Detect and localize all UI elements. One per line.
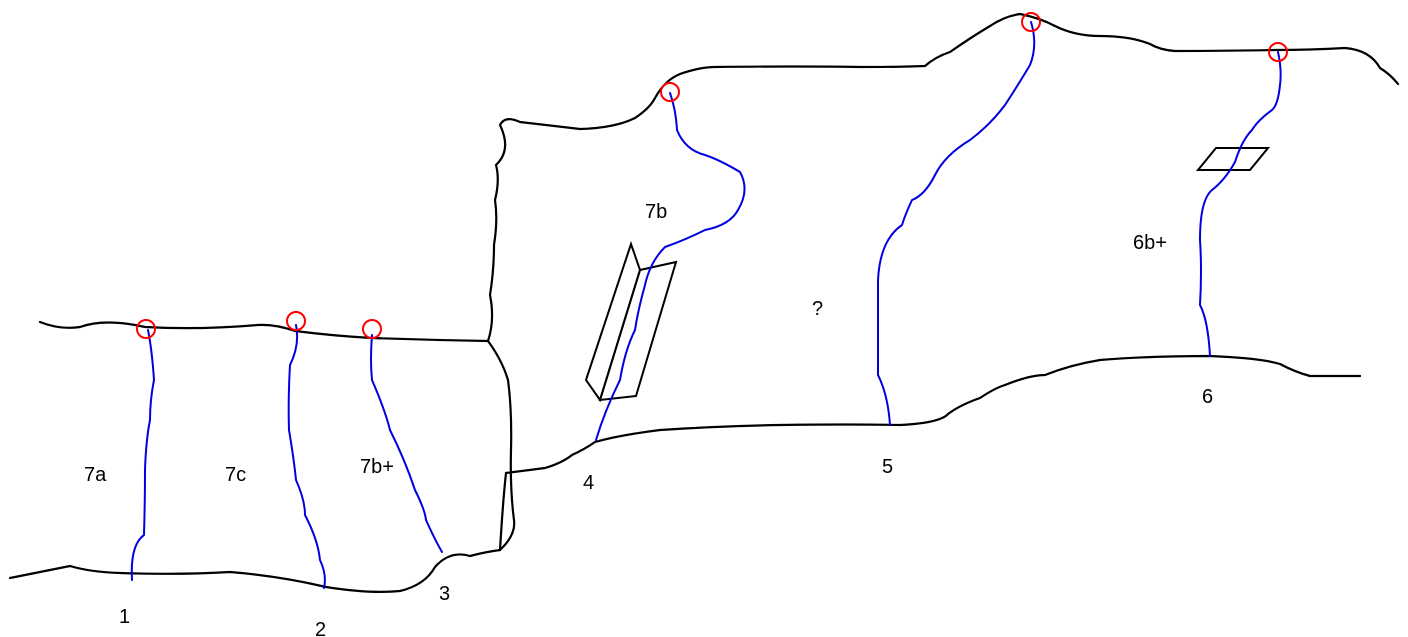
anchor-icon	[136, 319, 156, 339]
anchor-icon	[1021, 12, 1041, 32]
left-block-right-edge	[486, 339, 516, 552]
route-line-6b-plus	[1199, 51, 1282, 357]
ledge-feature	[1195, 147, 1271, 171]
start-number-label: 1	[119, 606, 130, 628]
anchor-icon	[362, 319, 382, 339]
route-grade-label: 7a	[84, 464, 107, 486]
route-grade-label: 6b+	[1133, 232, 1167, 254]
flake-feature-front	[598, 260, 678, 402]
upper-block-left-edge	[486, 65, 717, 343]
left-block-base	[8, 548, 502, 593]
route-line-7a	[130, 329, 155, 581]
route-grade-label: 7c	[225, 464, 246, 486]
route-grade-label: 7b+	[360, 456, 394, 478]
route-grade-label: 7b	[645, 201, 667, 223]
route-line-7b	[595, 92, 746, 441]
rock-outlines	[8, 12, 1400, 593]
left-block-top-edge	[38, 320, 490, 343]
route-grade-label: ?	[812, 298, 823, 320]
rock-features	[584, 147, 1271, 403]
anchor-icon	[1268, 42, 1288, 62]
start-number-label: 5	[882, 456, 893, 478]
anchor-icon	[286, 311, 306, 331]
route-line-7c	[287, 324, 326, 589]
route-line-7b-plus	[370, 334, 443, 553]
flake-feature	[584, 240, 642, 403]
grade-labels: 7a 7c 7b+ 7b ? 6b+	[84, 201, 1167, 486]
connecting-edge	[498, 471, 508, 552]
upper-block-base	[504, 354, 1362, 475]
start-number-label: 6	[1202, 386, 1213, 408]
route-line-unknown	[876, 21, 1036, 426]
start-number-label: 4	[583, 472, 594, 494]
start-number-label: 2	[315, 619, 326, 637]
anchors	[136, 12, 1288, 339]
route-lines	[130, 21, 1282, 589]
anchor-icon	[660, 82, 680, 102]
start-number-label: 3	[439, 583, 450, 605]
start-numbers: 1 2 3 4 5 6	[119, 386, 1213, 637]
upper-block-top-edge	[713, 12, 1400, 86]
